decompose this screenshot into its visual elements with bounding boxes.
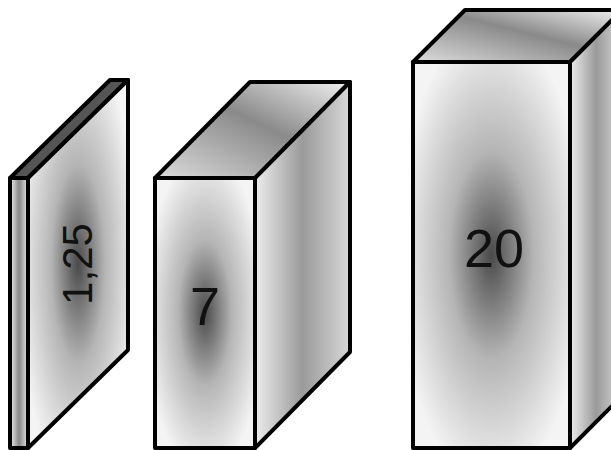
box-front	[155, 178, 255, 448]
value-label: 7	[190, 279, 220, 333]
box-side	[570, 10, 611, 448]
box-label-area: 20	[460, 217, 528, 279]
slab-edge	[10, 178, 28, 448]
box-label-area: 7	[186, 275, 224, 337]
box-label-area: 1,25	[53, 219, 103, 309]
value-label: 1,25	[57, 223, 99, 305]
box-side	[255, 82, 350, 448]
value-label: 20	[464, 221, 524, 275]
box-front	[413, 62, 570, 448]
slab-face	[28, 80, 128, 448]
